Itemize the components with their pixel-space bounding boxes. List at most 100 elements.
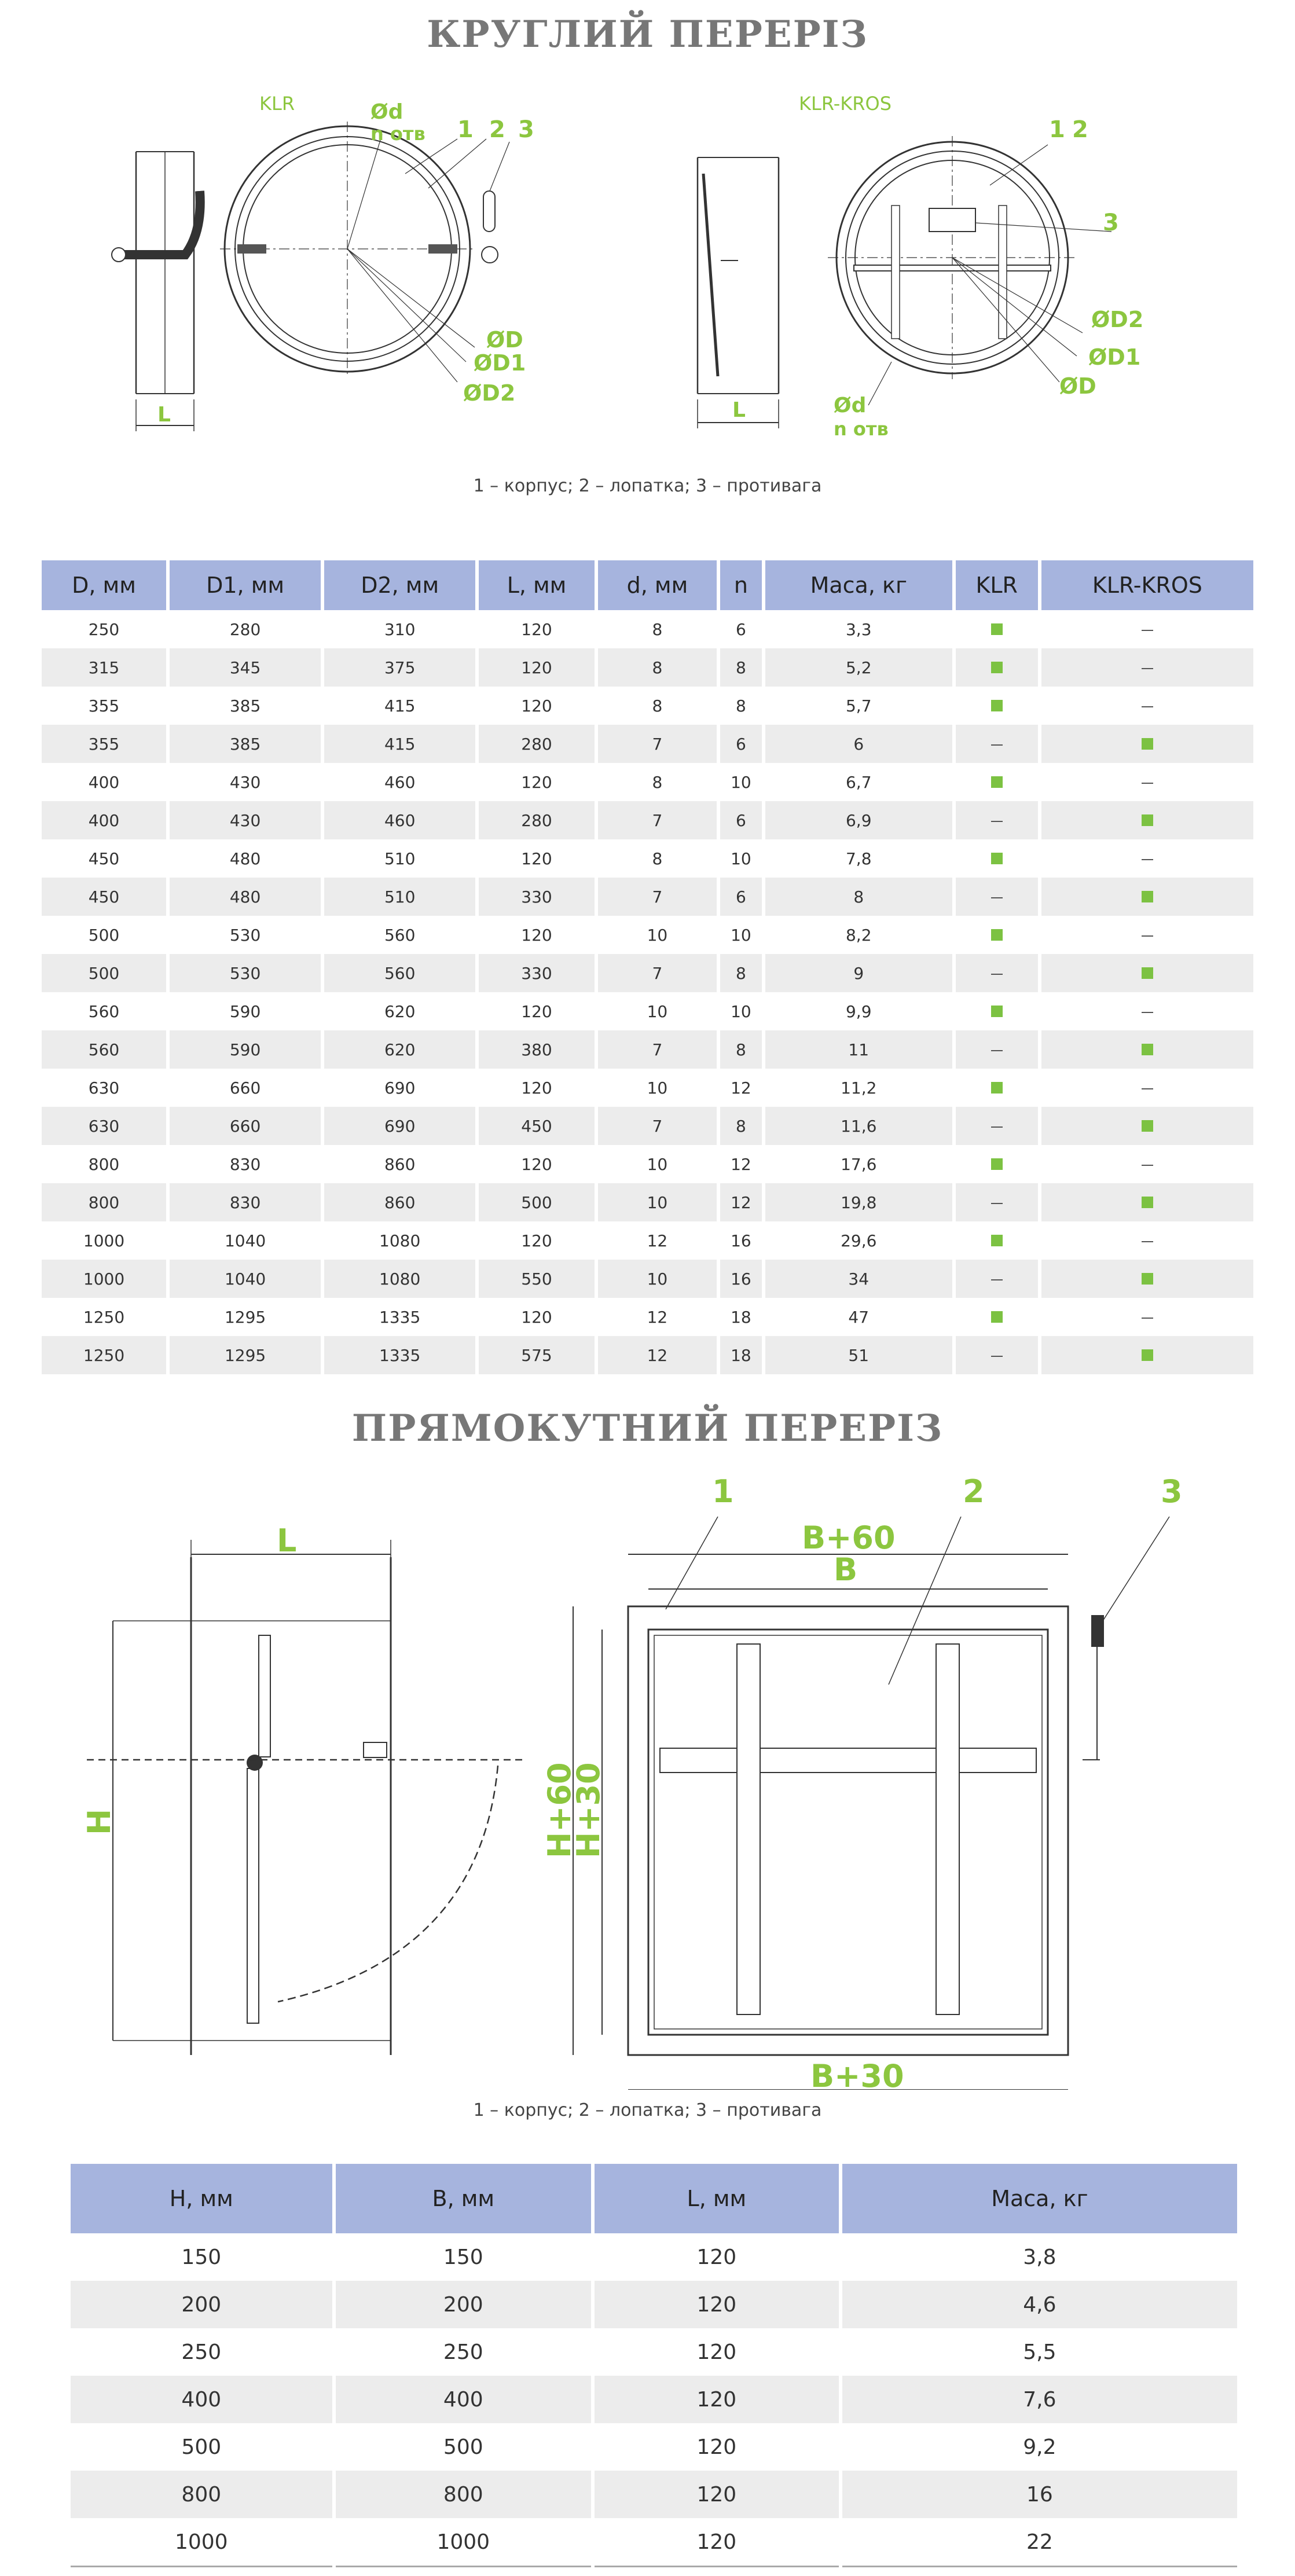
table-cell: 8 [720,648,762,687]
table-cell: 19,8 [765,1183,952,1221]
klr-side-view [111,151,205,431]
unavailable-dash-icon [990,973,1003,975]
unavailable-dash-icon [1141,1164,1153,1166]
kros-callout-n-otv: n отв [834,418,889,440]
table-cell: 1040 [224,1231,266,1250]
callout-L-klr: L [157,403,171,427]
table-cell: 1000 [335,2518,591,2567]
table-cell: 430 [170,801,321,839]
klr-availability [955,801,1038,839]
kros-availability [1041,1030,1253,1069]
table-cell: 690 [324,1107,476,1145]
kros-availability [1041,1221,1253,1260]
table-cell: 8,2 [845,925,872,945]
kros-callout-d-otv: Ød [834,394,866,417]
rect-caption: 1 – корпус; 2 – лопатка; 3 – противага [473,2100,822,2120]
table-cell: 7 [597,878,717,916]
table-cell: 120 [521,772,552,792]
kros-callout-D: ØD [1059,373,1096,399]
available-marker-icon [1141,1349,1153,1361]
table-cell: 120 [696,2245,737,2269]
table-cell: 280 [229,619,261,639]
table-cell: 280 [479,801,595,839]
available-marker-icon [1141,890,1153,902]
table-cell: 400 [335,2376,591,2423]
kros-availability [1041,1336,1253,1374]
available-marker-icon [990,929,1003,941]
kros-label: KLR-KROS [799,93,892,115]
rect-callout-B: B [834,1551,857,1588]
table-cell: 510 [324,878,476,916]
table-cell: 500 [88,925,120,945]
table-cell: 8 [597,648,717,687]
table-cell: 590 [229,1001,261,1021]
kros-callout-L: L [732,398,746,422]
kros-availability [1041,1145,1253,1183]
table-cell: 10 [731,925,751,945]
table-cell: 11 [765,1030,952,1069]
table-cell: 10 [647,925,668,945]
table-cell: 480 [170,878,321,916]
klr-availability [955,1260,1038,1298]
col-kros: KLR-KROS [1041,560,1253,610]
table-cell: 330 [479,954,595,992]
kros-availability [1041,610,1253,648]
table-cell: 380 [479,1030,595,1069]
callout-2: 2 [489,116,505,143]
table-cell: 7 [597,1030,717,1069]
table-cell: 120 [696,2435,737,2459]
table-cell: 500 [42,954,167,992]
table-cell: 560 [384,925,416,945]
table-cell: 355 [88,696,120,715]
col-klr: KLR [955,560,1038,610]
rect-table-header: H, мм B, мм L, мм Маса, кг [71,2164,1237,2233]
kros-availability [1041,1260,1253,1298]
round-table-header: D, мм D1, мм D2, мм L, мм d, мм n Маса, … [42,560,1253,610]
table-cell: 660 [170,1107,321,1145]
table-cell: 1040 [170,1260,321,1298]
table-cell: 10 [731,1001,751,1021]
kros-availability [1041,1298,1253,1336]
table-cell: 310 [384,619,416,639]
table-cell: 450 [88,849,120,868]
rect-callout-H: H [81,1809,118,1835]
available-marker-icon [990,699,1003,711]
klr-availability [956,916,1038,954]
table-cell: 51 [765,1336,952,1374]
kros-availability [1041,954,1253,992]
col-n: n [720,560,762,610]
klr-availability [955,954,1038,992]
kros-callout-2: 2 [1072,116,1088,143]
available-marker-icon [1141,1043,1153,1055]
available-marker-icon [1141,737,1153,750]
callout-D2: ØD2 [463,380,515,406]
col-H: H, мм [71,2164,332,2233]
col-L-rect: L, мм [595,2164,839,2233]
table-cell: 10 [731,772,751,792]
available-marker-icon [990,1158,1003,1170]
rect-callout-H30: H+30 [570,1762,607,1858]
unavailable-dash-icon [990,820,1003,822]
table-cell: 1295 [224,1307,266,1327]
table-cell: 6,9 [765,801,952,839]
table-cell: 630 [42,1107,167,1145]
klr-availability [956,610,1038,648]
available-marker-icon [990,1234,1003,1246]
table-cell: 500 [443,2435,483,2459]
unavailable-dash-icon [990,1279,1003,1280]
table-cell: 16 [720,1260,762,1298]
kros-availability [1041,725,1253,763]
callout-D: ØD [486,327,523,353]
table-cell: 47 [848,1307,870,1327]
available-marker-icon [990,1005,1003,1017]
rect-front-view [573,1516,1170,2090]
table-cell: 120 [521,849,552,868]
klr-availability [956,992,1038,1030]
rect-section-title: ПРЯМОКУТНИЙ ПЕРЕРІЗ [351,1407,944,1450]
table-cell: 590 [170,1030,321,1069]
